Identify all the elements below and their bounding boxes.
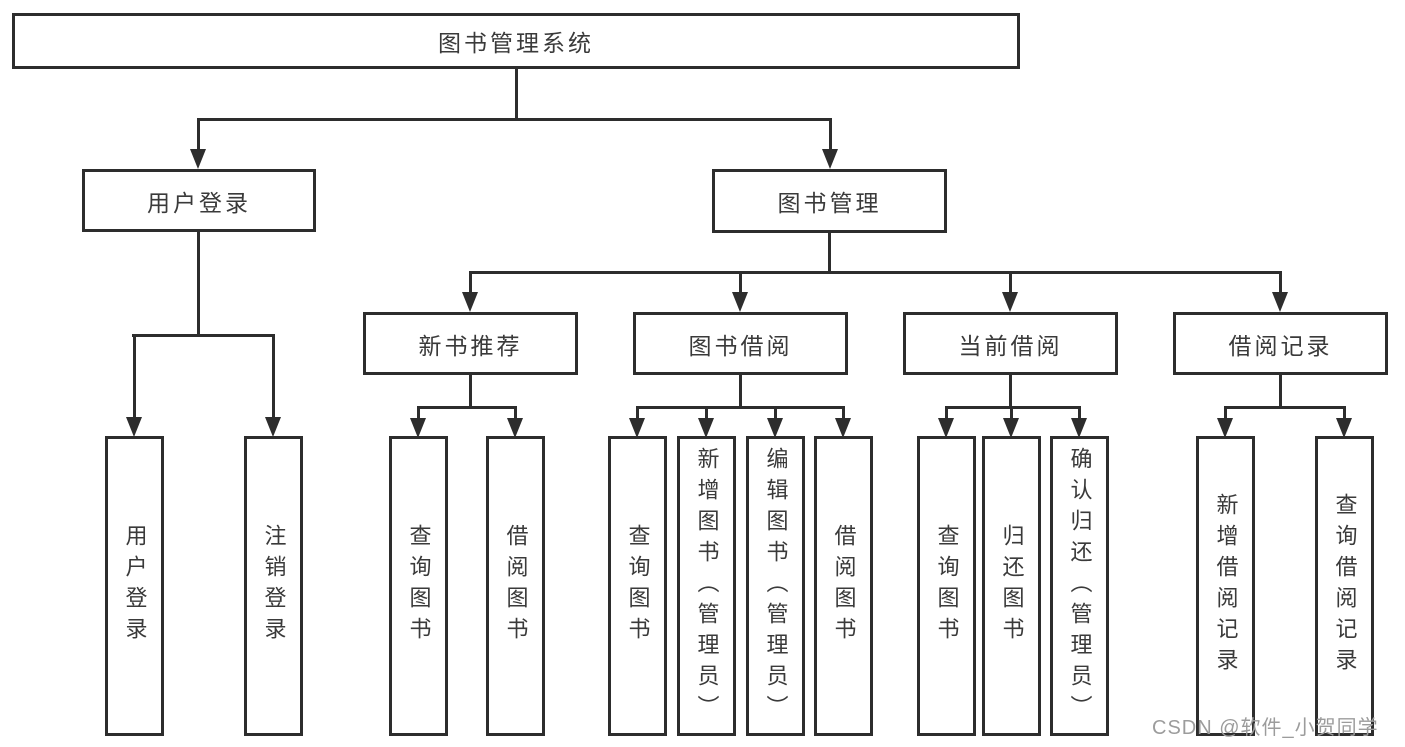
leaf-logout: 注销登录 — [244, 436, 303, 736]
leaf-return-books: 归还图书 — [982, 436, 1041, 736]
arrow-down-icon — [732, 292, 748, 312]
leaf-user-login-label: 用户登录 — [122, 524, 148, 648]
leaf-borrow-books-recommend-label: 借阅图书 — [503, 524, 529, 648]
csdn-watermark: CSDN @软件_小贺同学 — [1152, 717, 1379, 739]
connector-root-to-book-management-stub — [829, 118, 832, 151]
connector-root-bus — [197, 118, 832, 121]
node-borrowing-records: 借阅记录 — [1173, 312, 1388, 375]
leaf-borrow-books-recommend: 借阅图书 — [486, 436, 545, 736]
node-library-management-system-label: 图书管理系统 — [438, 30, 594, 56]
arrow-down-icon — [126, 417, 142, 437]
leaf-add-borrow-record: 新增借阅记录 — [1196, 436, 1255, 736]
leaf-confirm-return-admin-label: 确认归还（管理员） — [1067, 446, 1093, 726]
connector-user-login-stem — [197, 230, 200, 337]
connector-user-login-leaf1-stub — [133, 334, 136, 417]
arrow-down-icon — [835, 418, 851, 438]
arrow-down-icon — [190, 149, 206, 169]
connector-new-book-recommend-bus — [417, 406, 517, 409]
leaf-query-books-current: 查询图书 — [917, 436, 976, 736]
connector-current-borrowing-bus — [945, 406, 1081, 409]
connector-user-login-leaf2-stub — [272, 334, 275, 417]
connector-stub — [1343, 406, 1346, 419]
leaf-query-books-recommend: 查询图书 — [389, 436, 448, 736]
node-book-management-label: 图书管理 — [777, 190, 882, 216]
connector-borrowing-records-stem — [1279, 375, 1282, 408]
connector-user-login-bus — [132, 334, 275, 337]
connector-root-stem — [515, 66, 518, 120]
connector-stub — [842, 406, 845, 419]
node-borrowing-records-label: 借阅记录 — [1228, 332, 1333, 359]
node-book-borrowing: 图书借阅 — [633, 312, 848, 375]
connector-stub — [774, 406, 777, 419]
connector-book-management-bus — [469, 271, 1282, 274]
arrow-down-icon — [265, 417, 281, 437]
connector-to-borrowing-records-stub — [1279, 271, 1282, 293]
connector-book-management-stem — [828, 231, 831, 273]
node-book-borrowing-label: 图书借阅 — [688, 332, 793, 359]
arrow-down-icon — [822, 149, 838, 169]
connector-new-book-recommend-stem — [469, 375, 472, 408]
connector-stub — [705, 406, 708, 419]
arrow-down-icon — [1071, 418, 1087, 438]
arrow-down-icon — [1336, 418, 1352, 438]
leaf-borrow-books-label: 借阅图书 — [831, 524, 857, 648]
node-new-book-recommend: 新书推荐 — [363, 312, 578, 375]
leaf-edit-book-admin-label: 编辑图书（管理员） — [763, 446, 789, 726]
connector-current-borrowing-stem — [1009, 375, 1012, 408]
leaf-return-books-label: 归还图书 — [999, 524, 1025, 648]
arrow-down-icon — [507, 418, 523, 438]
arrow-down-icon — [698, 418, 714, 438]
connector-stub — [945, 406, 948, 419]
leaf-query-borrow-record-label: 查询借阅记录 — [1332, 493, 1358, 679]
leaf-edit-book-admin: 编辑图书（管理员） — [746, 436, 805, 736]
leaf-confirm-return-admin: 确认归还（管理员） — [1050, 436, 1109, 736]
connector-stub — [1224, 406, 1227, 419]
leaf-logout-label: 注销登录 — [261, 524, 287, 648]
connector-borrowing-records-bus — [1224, 406, 1346, 409]
leaf-add-book-admin-label: 新增图书（管理员） — [694, 446, 720, 726]
connector-book-borrowing-stem — [739, 375, 742, 408]
arrow-down-icon — [938, 418, 954, 438]
leaf-query-books-borrowing-label: 查询图书 — [625, 524, 651, 648]
node-current-borrowing-label: 当前借阅 — [958, 332, 1063, 359]
connector-stub — [417, 406, 420, 419]
connector-stub — [1010, 406, 1013, 419]
leaf-add-book-admin: 新增图书（管理员） — [677, 436, 736, 736]
node-book-management: 图书管理 — [712, 169, 947, 233]
arrow-down-icon — [767, 418, 783, 438]
node-user-login-label: 用户登录 — [147, 189, 251, 216]
connector-stub — [636, 406, 639, 419]
connector-stub — [1078, 406, 1081, 419]
arrow-down-icon — [1217, 418, 1233, 438]
connector-root-to-user-login-stub — [197, 118, 200, 151]
leaf-query-books-recommend-label: 查询图书 — [406, 524, 432, 648]
leaf-query-borrow-record: 查询借阅记录 — [1315, 436, 1374, 736]
leaf-add-borrow-record-label: 新增借阅记录 — [1213, 493, 1239, 679]
arrow-down-icon — [1272, 292, 1288, 312]
arrow-down-icon — [410, 418, 426, 438]
node-new-book-recommend-label: 新书推荐 — [418, 332, 523, 359]
node-library-management-system: 图书管理系统 — [12, 13, 1020, 69]
leaf-query-books-current-label: 查询图书 — [934, 524, 960, 648]
connector-to-book-borrowing-stub — [739, 271, 742, 293]
leaf-query-books-borrowing: 查询图书 — [608, 436, 667, 736]
leaf-borrow-books: 借阅图书 — [814, 436, 873, 736]
node-user-login: 用户登录 — [82, 169, 316, 232]
arrow-down-icon — [1002, 292, 1018, 312]
arrow-down-icon — [629, 418, 645, 438]
arrow-down-icon — [462, 292, 478, 312]
connector-to-new-book-recommend-stub — [469, 271, 472, 293]
connector-book-borrowing-bus — [636, 406, 845, 409]
connector-stub — [514, 406, 517, 419]
leaf-user-login: 用户登录 — [105, 436, 164, 736]
arrow-down-icon — [1003, 418, 1019, 438]
node-current-borrowing: 当前借阅 — [903, 312, 1118, 375]
connector-to-current-borrowing-stub — [1009, 271, 1012, 293]
